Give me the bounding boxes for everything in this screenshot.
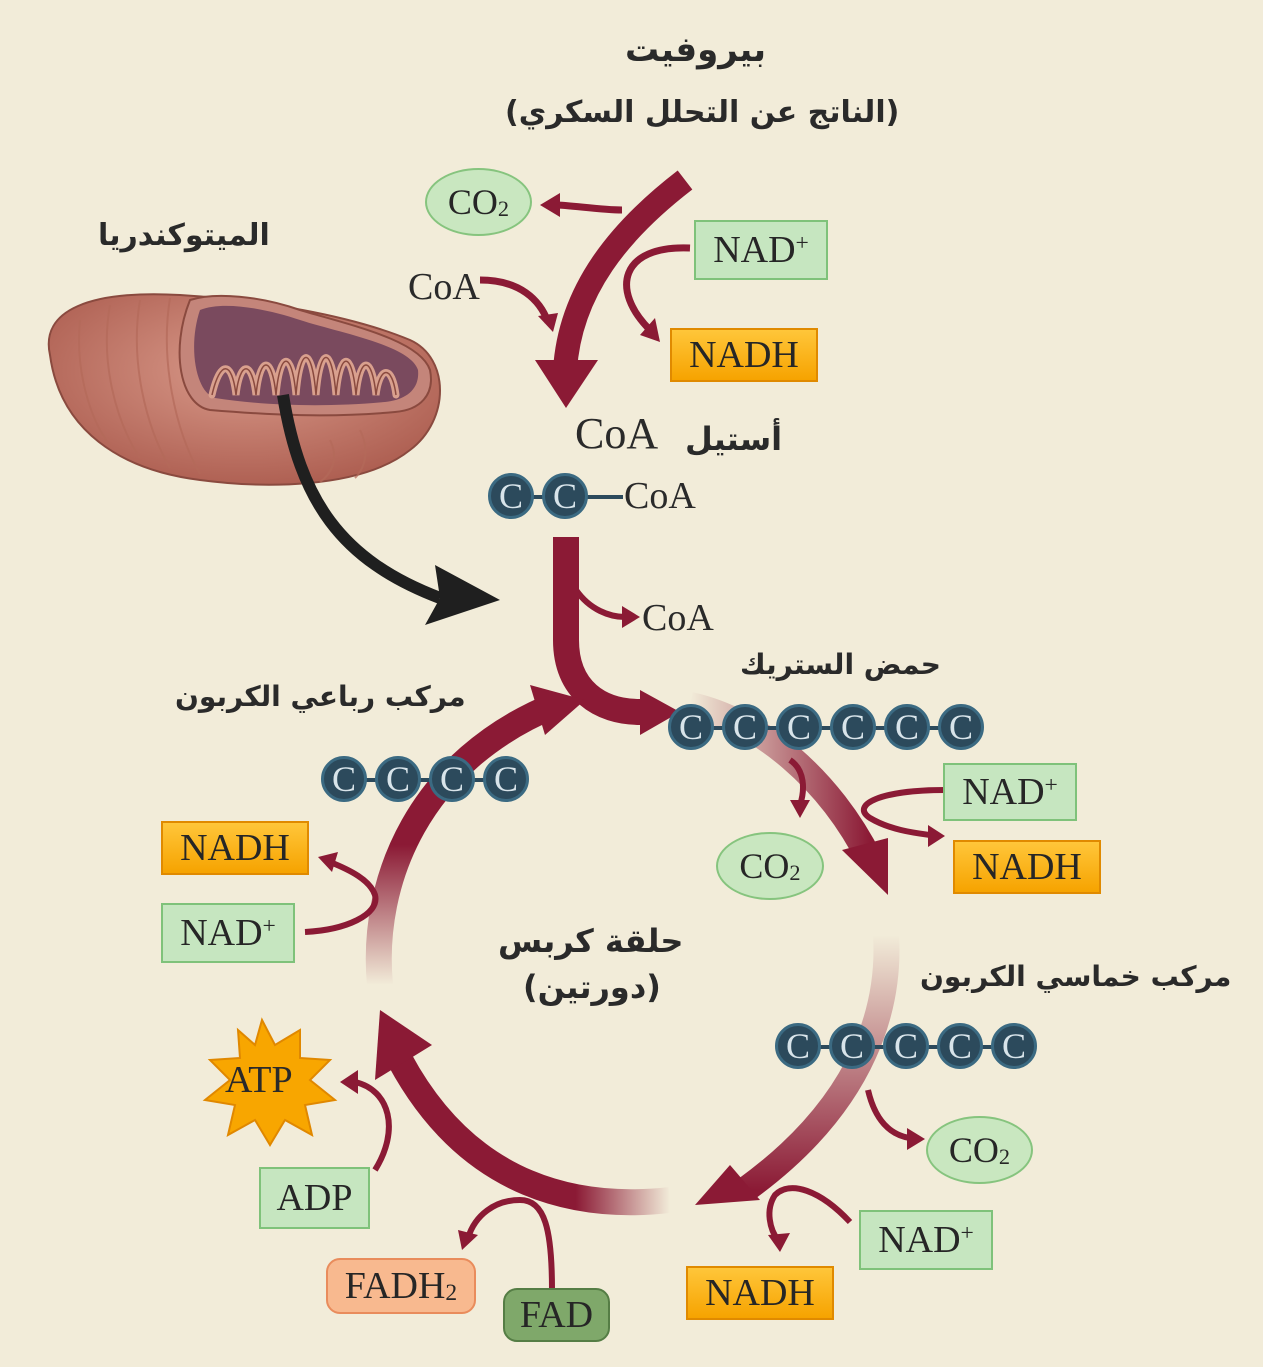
nad-text: NAD <box>962 771 1045 813</box>
coa-output-label: CoA <box>642 597 714 639</box>
nad-sup: + <box>960 1219 974 1246</box>
mitochondria-label: الميتوكندريا <box>98 218 270 253</box>
carbon-atom: C <box>991 1023 1037 1069</box>
citric-acid-label: حمض الستريك <box>740 648 941 681</box>
carbon-atom: C <box>542 473 588 519</box>
carbon-atom: C <box>321 756 367 802</box>
pyruvate-label: بيروفيت <box>625 30 767 70</box>
acetyl-chain-coa: CoA <box>624 475 696 517</box>
krebs-subtitle: (دورتين) <box>523 968 661 1006</box>
atp-label: ATP <box>225 1059 293 1101</box>
nadh-left: NADH <box>161 821 309 875</box>
carbon-atom: C <box>488 473 534 519</box>
co2-sub: 2 <box>789 860 801 885</box>
fad-box: FAD <box>503 1288 610 1342</box>
carbon-atom: C <box>375 756 421 802</box>
carbon-atom: C <box>668 704 714 750</box>
nad-plus-top: NAD+ <box>694 220 828 280</box>
carbon-atom: C <box>429 756 475 802</box>
carbon-atom: C <box>937 1023 983 1069</box>
carbon-atom: C <box>883 1023 929 1069</box>
adp-box: ADP <box>259 1167 370 1229</box>
krebs-title: حلقة كربس <box>498 922 684 960</box>
co2-text: CO <box>739 846 790 886</box>
nadh-bottom: NADH <box>686 1266 834 1320</box>
carbon-atom: C <box>775 1023 821 1069</box>
nad-sup: + <box>1044 771 1058 798</box>
nad-text: NAD <box>713 229 796 271</box>
four-carbon-label: مركب رباعي الكربون <box>175 680 466 713</box>
nad-plus-left: NAD+ <box>161 903 295 963</box>
nad-text: NAD <box>878 1219 961 1261</box>
co2-sub: 2 <box>497 196 510 221</box>
carbon-atom: C <box>829 1023 875 1069</box>
carbon-atom: C <box>938 704 984 750</box>
co2-text: CO <box>447 182 498 222</box>
coa-input-label: CoA <box>408 266 480 308</box>
nad-sup: + <box>795 229 809 256</box>
carbon-atom: C <box>483 756 529 802</box>
carbon-atom: C <box>830 704 876 750</box>
acetyl-coa-en: CoA <box>575 409 659 458</box>
carbon-atom: C <box>722 704 768 750</box>
zoom-arrow-head <box>425 565 500 625</box>
carbon-atom: C <box>884 704 930 750</box>
co2-text: CO <box>948 1130 999 1170</box>
nad-plus-citric: NAD+ <box>943 763 1077 821</box>
nadh-top: NADH <box>670 328 818 382</box>
five-carbon-label: مركب خماسي الكربون <box>920 960 1232 993</box>
acetyl-coa-ar: أستيل <box>685 420 783 458</box>
nad-text: NAD <box>180 912 263 954</box>
chain-bond <box>343 778 508 782</box>
zoom-arrow <box>277 394 443 604</box>
fadh-sub: 2 <box>445 1279 458 1306</box>
chain-bond <box>690 726 960 730</box>
carbon-atom: C <box>776 704 822 750</box>
nad-sup: + <box>262 912 276 939</box>
nadh-citric: NADH <box>953 840 1101 894</box>
mitochondrion-image <box>47 293 441 486</box>
nad-plus-bottom: NAD+ <box>859 1210 993 1270</box>
fadh-text: FADH <box>344 1265 446 1307</box>
co2-sub: 2 <box>998 1144 1011 1169</box>
pyruvate-source-label: (الناتج عن التحلل السكري) <box>505 95 900 130</box>
atp-star <box>202 1017 338 1147</box>
